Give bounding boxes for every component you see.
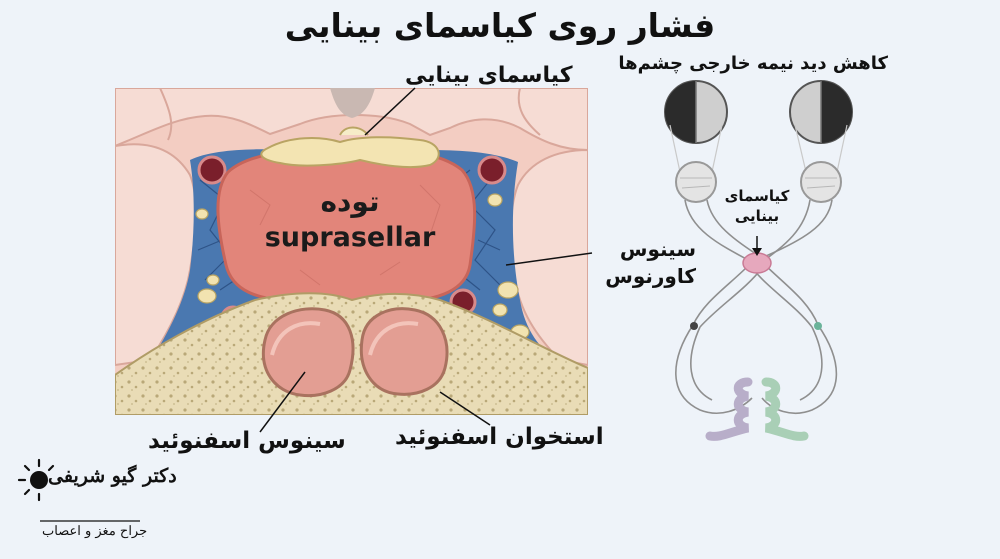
right-visual-cortex bbox=[761, 377, 809, 441]
logo-name: دکتر گیو شریفی bbox=[48, 465, 177, 487]
cavernous-label-line1: سینوس bbox=[619, 237, 696, 261]
third-ventricle bbox=[330, 88, 375, 118]
right-visual-field bbox=[789, 80, 853, 144]
right-lgn bbox=[814, 322, 822, 330]
left-visual-field bbox=[664, 80, 728, 144]
left-visual-cortex bbox=[705, 377, 753, 441]
sphenoid-bone-label: استخوان اسفنوئید bbox=[395, 424, 604, 450]
mass-label-line1: توده bbox=[320, 185, 380, 218]
chiasm-label: کیاسمای بینایی bbox=[405, 63, 573, 88]
cavernous-sinus-label: سینوس کاورنوس bbox=[596, 236, 696, 290]
pathway-chiasm-line2: بینایی bbox=[734, 207, 780, 225]
mass-label-line2: suprasellar bbox=[264, 222, 436, 253]
cavernous-label-line2: کاورنوس bbox=[605, 264, 696, 288]
pathway-chiasm-line1: کیاسمای bbox=[724, 187, 790, 205]
left-lgn bbox=[690, 322, 698, 330]
sphenoid-sinus-label: سینوس اسفنوئید bbox=[148, 428, 346, 454]
page-title: فشار روی کیاسمای بینایی bbox=[284, 6, 716, 45]
upper-brain bbox=[115, 88, 588, 152]
logo-subtitle: جراح مغز و اعصاب bbox=[42, 524, 148, 539]
right-eye bbox=[800, 161, 842, 203]
sphenoid-bone-leader-line bbox=[439, 391, 491, 426]
left-eye bbox=[675, 161, 717, 203]
chiasm-arrow-icon bbox=[752, 248, 762, 256]
visual-pathway-diagram bbox=[664, 80, 853, 441]
chiasm-leader-line bbox=[364, 87, 416, 136]
field-loss-label: کاهش دید نیمه خارجی چشم‌ها bbox=[618, 53, 888, 74]
optic-chiasm-anatomy bbox=[260, 136, 440, 169]
cavernous-leader-line bbox=[505, 252, 593, 266]
pathway-chiasm-label: کیاسمای بینایی bbox=[708, 186, 806, 226]
logo-icon bbox=[17, 458, 140, 522]
sphenoid-sinus-leader-line bbox=[259, 371, 306, 433]
